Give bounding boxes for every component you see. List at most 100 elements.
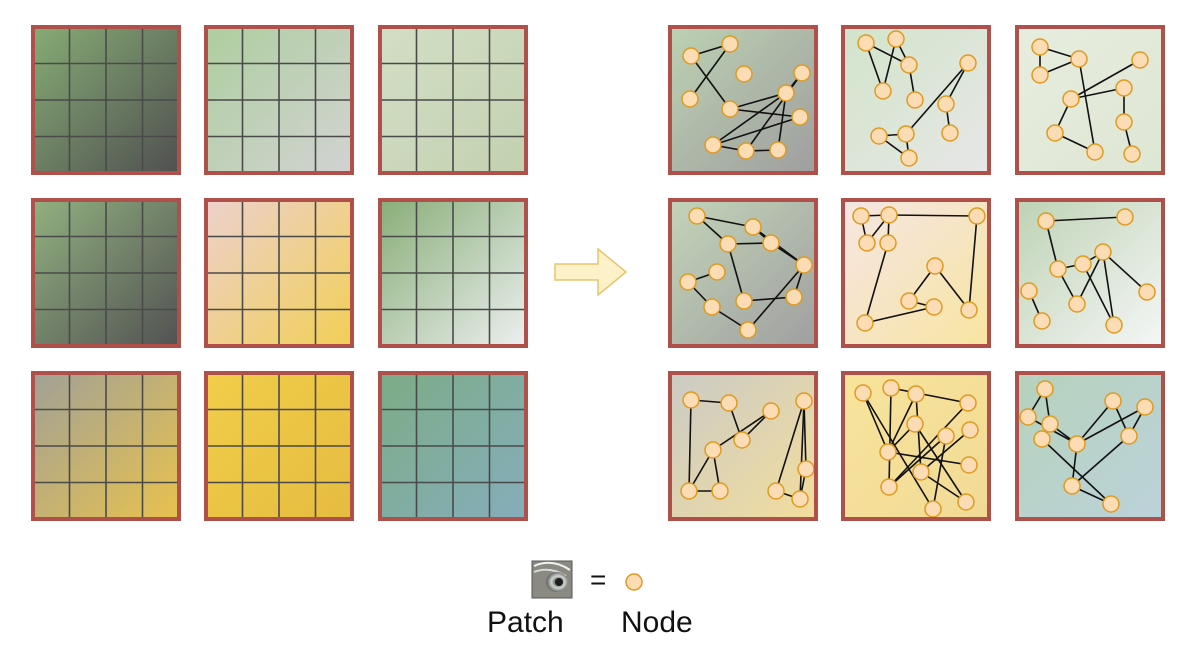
graph-tile-middle-right	[1015, 198, 1165, 348]
graph-edge	[1045, 216, 1126, 222]
legend-equals-sign: =	[590, 564, 607, 595]
graph-node	[937, 95, 955, 113]
graph-node	[1068, 295, 1086, 313]
graph-node	[925, 298, 943, 316]
graph-node	[1063, 477, 1081, 495]
graph-edge	[690, 55, 731, 110]
node-circle-icon	[625, 573, 643, 591]
graph-node	[704, 441, 722, 459]
graph-edge	[688, 399, 692, 492]
graph-node	[682, 391, 700, 409]
legend	[531, 560, 643, 599]
patch-tile-bottom-center	[204, 371, 354, 521]
graph-edge	[920, 471, 967, 503]
graph-node	[767, 482, 785, 500]
tile-border	[204, 371, 354, 521]
graph-node	[854, 384, 872, 402]
graph-node	[719, 235, 737, 253]
graph-edge	[920, 429, 971, 473]
graph-node	[1068, 435, 1086, 453]
graph-edge	[905, 62, 969, 135]
graph-edge	[882, 38, 897, 92]
graph-edge	[1076, 400, 1114, 445]
tile-border	[841, 198, 991, 348]
graph-node	[777, 84, 795, 102]
graph-node	[1046, 124, 1064, 142]
tile-border	[31, 25, 181, 175]
graph-tile-middle-center	[841, 198, 991, 348]
graph-edge	[1041, 438, 1112, 505]
graph-node	[879, 443, 897, 461]
graph-edge	[862, 392, 934, 510]
graph-edge	[968, 215, 978, 311]
graph-edge	[799, 400, 805, 500]
graph-node	[1131, 51, 1149, 69]
tile-border	[668, 198, 818, 348]
graph-tile-bottom-right	[1015, 371, 1165, 521]
tile-border	[1015, 25, 1165, 175]
graph-node	[852, 207, 870, 225]
graph-node	[1062, 90, 1080, 108]
graph-node	[739, 321, 757, 339]
tile-border	[378, 371, 528, 521]
patch-tile-bottom-left	[31, 371, 181, 521]
graph-tile-bottom-center	[841, 371, 991, 521]
graph-node	[1031, 66, 1049, 84]
graph-node	[874, 82, 892, 100]
graph-node	[1104, 392, 1122, 410]
graph-edge	[932, 435, 947, 510]
patch-tile-top-left	[31, 25, 181, 175]
graph-node	[1136, 398, 1154, 416]
graph-edge	[890, 387, 969, 404]
graph-node	[680, 482, 698, 500]
patch-tile-top-center	[204, 25, 354, 175]
graph-node	[1102, 495, 1120, 513]
graph-node	[1031, 38, 1049, 56]
graph-node	[959, 394, 977, 412]
graph-node	[959, 54, 977, 72]
graph-node	[880, 206, 898, 224]
patch-tile-middle-center	[204, 198, 354, 348]
graph-tile-middle-left	[668, 198, 818, 348]
graph-node	[1049, 260, 1067, 278]
graph-node	[708, 263, 726, 281]
graph-node	[785, 288, 803, 306]
graph-edge	[696, 215, 754, 228]
graph-edge	[1070, 59, 1141, 100]
graph-node	[1037, 212, 1055, 230]
graph-node	[762, 402, 780, 420]
graph-edge	[934, 265, 970, 311]
tile-border	[668, 371, 818, 521]
graph-edge	[775, 400, 805, 492]
graph-edge	[1082, 263, 1115, 326]
graph-node	[681, 90, 699, 108]
graph-node	[857, 34, 875, 52]
graph-edge	[888, 402, 969, 488]
graph-edge	[888, 214, 978, 217]
graph-node	[957, 493, 975, 511]
graph-node	[882, 379, 900, 397]
tile-border	[31, 198, 181, 348]
graph-node	[1033, 312, 1051, 330]
graph-node	[793, 64, 811, 82]
graph-tile-top-center	[841, 25, 991, 175]
graph-node	[858, 234, 876, 252]
tile-border	[31, 371, 181, 521]
tile-border	[204, 25, 354, 175]
tile-border	[1015, 198, 1165, 348]
graph-node	[1105, 316, 1123, 334]
graph-tile-top-left	[668, 25, 818, 175]
graph-edge	[712, 410, 772, 451]
graph-node	[679, 273, 697, 291]
patch-tile-bottom-right	[378, 371, 528, 521]
graph-node	[711, 482, 729, 500]
left-patch-grid	[31, 25, 528, 521]
graph-node	[879, 234, 897, 252]
graph-node	[762, 234, 780, 252]
graph-node	[735, 292, 753, 310]
graph-node	[1020, 282, 1038, 300]
graph-node	[1019, 408, 1037, 426]
graph-node	[968, 207, 986, 225]
graph-edge	[747, 264, 805, 331]
graph-edge	[712, 116, 801, 146]
